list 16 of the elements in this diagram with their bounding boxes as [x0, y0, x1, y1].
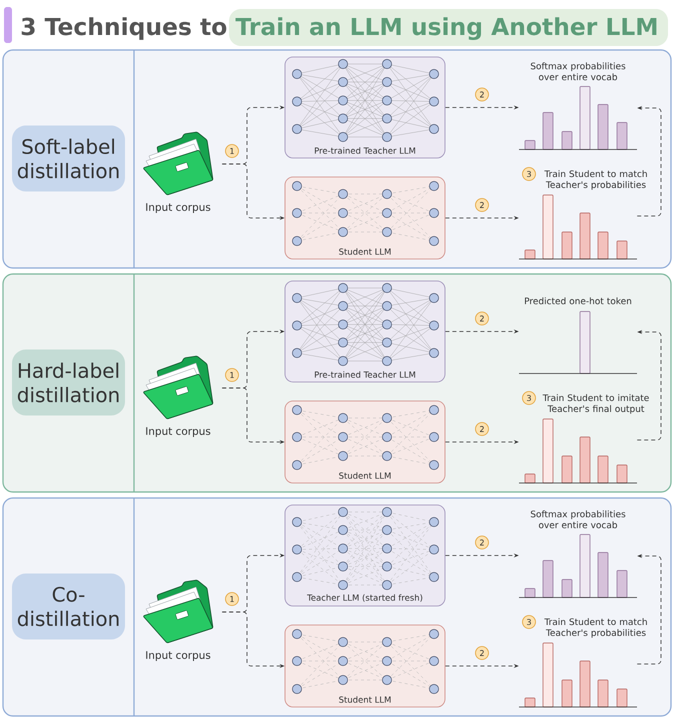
edge-label: Train Student to match Teacher's probabilities [544, 170, 647, 190]
icon-label: Input corpus [146, 203, 210, 213]
model-box: Student LLM [284, 176, 446, 260]
icon-label: Input corpus [146, 651, 210, 661]
edge-label: Train Student to imitate Teacher's final output [542, 394, 649, 414]
title: 3 Techniques to Train an LLM using Another LLM [22, 9, 668, 46]
icon-label: Input corpus [146, 427, 210, 437]
model-box: Student LLM [284, 624, 446, 708]
edge-label: Train Student to match Teacher's probabilities [544, 618, 647, 638]
model-box: Student LLM [284, 400, 446, 484]
chart-caption: Softmax probabilities over entire vocab [530, 62, 626, 80]
method-label: Soft-label distillation [12, 126, 125, 192]
method-label: Hard-label distillation [12, 350, 125, 416]
chart-caption: Predicted one-hot token [525, 297, 632, 304]
chart-caption: Softmax probabilities over entire vocab [530, 510, 626, 528]
method-label: Co- distillation [12, 574, 125, 640]
